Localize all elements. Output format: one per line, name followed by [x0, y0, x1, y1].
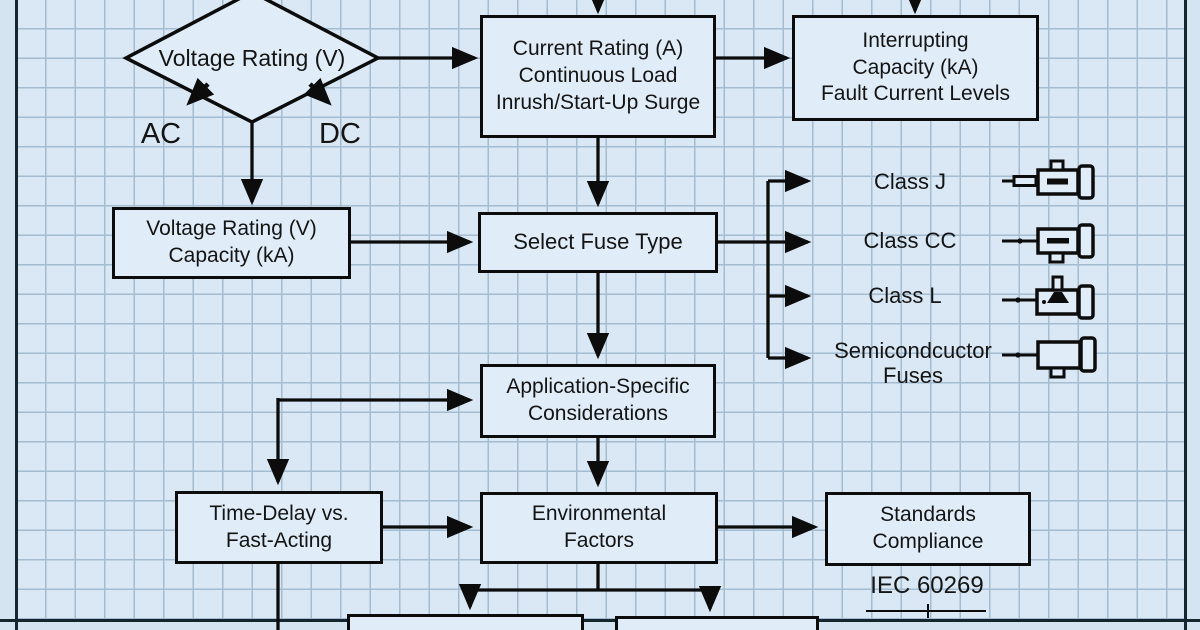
- box-text-line: Current Rating (A): [512, 37, 684, 61]
- class-j-fuse-icon: [1002, 159, 1095, 200]
- class-l-fuse-icon: [1002, 275, 1095, 320]
- frame-bottom-line: [0, 619, 1200, 622]
- box-text-line: Factors: [563, 529, 634, 552]
- semiconductor-fuse-icon: [1002, 336, 1097, 379]
- voltage-rating-diamond-label: Voltage Rating (V): [158, 45, 346, 71]
- class-cc-label: Class CC: [863, 228, 957, 253]
- box-text-line: Fault Current Levels: [820, 82, 1011, 106]
- box-text-line: Time-Delay vs.: [209, 501, 349, 525]
- iec-60269-label: IEC 60269: [870, 572, 984, 599]
- interrupting-capacity-box: Interrupting Capacity (kA) Fault Current…: [792, 15, 1039, 121]
- standards-compliance-box: Standards Compliance: [825, 492, 1031, 566]
- current-rating-box: Current Rating (A) Continuous Load Inrus…: [480, 15, 716, 138]
- environmental-factors-box: Environmental Factors: [480, 492, 718, 564]
- application-specific-box: Application-Specific Considerations: [480, 364, 716, 438]
- box-text-line: Capacity (kA): [168, 244, 295, 267]
- box-text-line: Interrupting: [862, 28, 969, 52]
- box-text-line: Voltage Rating (V): [146, 217, 317, 241]
- bottom-partial-box-right: [615, 616, 819, 630]
- box-text-line: Fast-Acting: [225, 528, 333, 552]
- class-j-label: Class J: [873, 169, 947, 194]
- time-delay-box: Time-Delay vs. Fast-Acting: [175, 491, 383, 564]
- box-text-line: Application-Specific: [506, 375, 690, 399]
- voltage-capacity-box: Voltage Rating (V) Capacity (kA): [112, 207, 351, 279]
- box-text-line: Considerations: [527, 402, 669, 425]
- frame-right-line: [1184, 0, 1187, 630]
- box-text-line: Environmental: [531, 502, 667, 526]
- semiconductor-label-line2: Fuses: [883, 363, 943, 388]
- class-l-label: Class L: [868, 283, 942, 308]
- frame-left-line: [15, 0, 18, 630]
- box-text-line: Compliance: [872, 530, 984, 553]
- class-cc-fuse-icon: [1002, 223, 1095, 264]
- ac-branch-label: AC: [140, 118, 182, 150]
- bottom-partial-box-left: [347, 614, 584, 630]
- semiconductor-label-line1: Semicondcuctor: [834, 338, 992, 363]
- dc-branch-label: DC: [319, 118, 361, 150]
- semiconductor-fuses-label: Semicondcuctor Fuses: [820, 338, 1006, 388]
- box-text-line: Continuous Load: [518, 64, 678, 88]
- select-fuse-type-box: Select Fuse Type: [478, 212, 718, 273]
- box-text-line: Standards: [880, 503, 976, 527]
- box-text-line: Inrush/Start-Up Surge: [495, 90, 701, 114]
- box-text-line: Capacity (kA): [852, 55, 979, 79]
- box-text-line: Select Fuse Type: [513, 229, 683, 255]
